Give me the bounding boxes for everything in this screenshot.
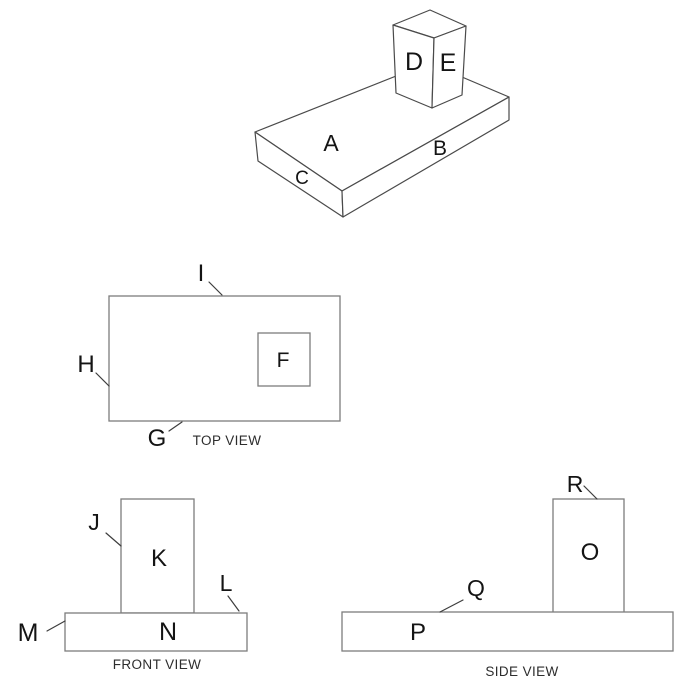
leader-q (439, 599, 464, 613)
side-view: R O Q P SIDE VIEW (341, 471, 674, 679)
front-view: J K L M N FRONT VIEW (18, 498, 248, 672)
front-view-caption: FRONT VIEW (113, 657, 202, 672)
label-a: A (323, 130, 339, 156)
label-k: K (151, 545, 167, 572)
label-f: F (277, 349, 290, 372)
leader-j (105, 532, 122, 547)
label-l: L (220, 570, 233, 596)
label-q: Q (467, 575, 485, 601)
label-b: B (433, 137, 447, 160)
label-e: E (440, 49, 457, 77)
label-c: C (295, 168, 309, 189)
leader-i (208, 281, 223, 296)
label-o: O (581, 539, 600, 566)
leader-g (168, 421, 183, 432)
isometric-view: A B C D E (254, 9, 510, 218)
label-p: P (410, 619, 426, 646)
top-view-caption: TOP VIEW (193, 433, 262, 448)
side-view-caption: SIDE VIEW (485, 664, 558, 679)
label-n: N (159, 618, 177, 646)
label-i: I (198, 260, 205, 287)
label-g: G (148, 425, 167, 452)
leader-r (583, 485, 598, 500)
label-h: H (77, 351, 94, 378)
leader-h (95, 372, 110, 387)
label-d: D (405, 48, 423, 76)
top-view-box-outline (257, 332, 311, 387)
top-view: I H G F TOP VIEW (77, 260, 341, 452)
slab-front-face-shape (341, 96, 510, 218)
label-r: R (567, 471, 584, 497)
front-view-tower (120, 498, 195, 614)
label-j: J (88, 509, 100, 535)
leader-l (227, 595, 240, 612)
box-right-face-shape (431, 25, 467, 109)
front-view-base (64, 612, 248, 652)
side-view-base (341, 611, 674, 652)
label-m: M (18, 619, 39, 647)
leader-m (46, 620, 66, 632)
